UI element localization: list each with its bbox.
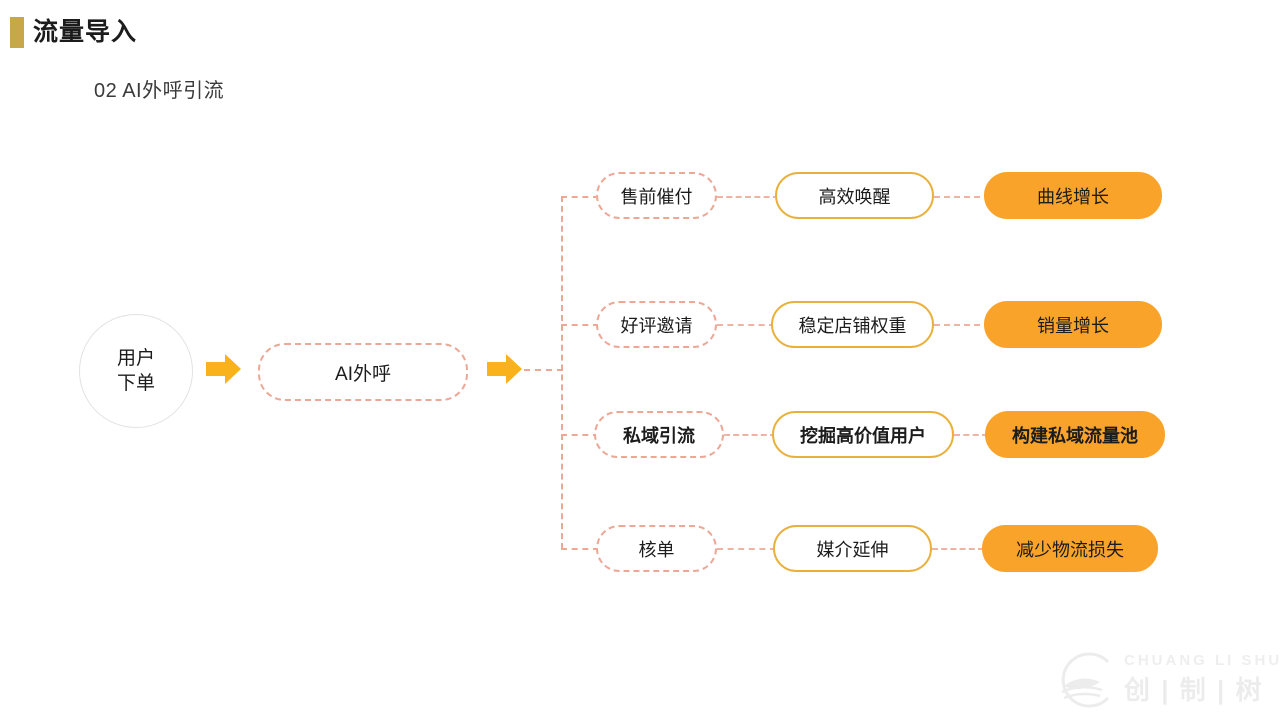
ai-outbound-call-node: AI外呼 [258, 343, 468, 401]
branch-stub-row-3 [561, 434, 599, 436]
branch-stub-row-1 [561, 196, 599, 198]
branch-feed-connector [524, 369, 563, 371]
watermark-chinese-text: 创 | 制 | 树 [1124, 675, 1264, 705]
pill-stage2-row-1[interactable]: 高效唤醒 [775, 172, 934, 219]
pill-stage2-row-3[interactable]: 挖掘高价值用户 [772, 411, 954, 458]
link-row-4-stage1-stage2 [717, 548, 776, 550]
arrow-right-icon [487, 353, 523, 385]
pill-label: 高效唤醒 [818, 186, 891, 207]
branch-spine [561, 196, 563, 549]
link-row-1-stage2-stage3 [934, 196, 990, 198]
wave-logo-icon [1061, 652, 1110, 708]
pill-stage1-row-2[interactable]: 好评邀请 [596, 301, 717, 348]
branch-stub-row-2 [561, 324, 599, 326]
pill-stage1-row-3[interactable]: 私域引流 [594, 411, 724, 458]
watermark-latin-text: CHUANG LI SHU [1124, 652, 1280, 669]
title-accent-bar [10, 17, 24, 48]
pill-stage2-row-4[interactable]: 媒介延伸 [773, 525, 932, 572]
pill-label: 媒介延伸 [816, 539, 889, 560]
pill-stage3-row-1[interactable]: 曲线增长 [984, 172, 1162, 219]
pill-label: 稳定店铺权重 [798, 315, 907, 336]
pill-stage1-row-4[interactable]: 核单 [596, 525, 717, 572]
pill-label: 好评邀请 [620, 315, 693, 336]
start-node-line2: 下单 [116, 373, 155, 394]
pill-label: 减少物流损失 [1016, 539, 1124, 560]
branch-stub-row-4 [561, 548, 599, 550]
link-row-4-stage2-stage3 [932, 548, 984, 550]
pill-label: 构建私域流量池 [1012, 425, 1138, 446]
pill-label: 售前催付 [620, 186, 693, 207]
link-row-3-stage2-stage3 [954, 434, 988, 436]
start-node-user-order: 用户 下单 [79, 314, 193, 428]
pill-label: 挖掘高价值用户 [800, 425, 926, 446]
ai-node-label: AI外呼 [335, 363, 391, 385]
link-row-2-stage1-stage2 [717, 324, 775, 326]
link-row-2-stage2-stage3 [934, 324, 990, 326]
pill-stage3-row-3[interactable]: 构建私域流量池 [985, 411, 1165, 458]
page-title: 流量导入 [33, 18, 138, 46]
pill-stage2-row-2[interactable]: 稳定店铺权重 [771, 301, 934, 348]
pill-label: 核单 [638, 539, 675, 560]
link-row-3-stage1-stage2 [724, 434, 776, 436]
start-node-line1: 用户 [116, 348, 155, 369]
watermark: CHUANG LI SHU 创 | 制 | 树 [1052, 648, 1279, 712]
link-row-1-stage1-stage2 [717, 196, 779, 198]
pill-stage3-row-4[interactable]: 减少物流损失 [982, 525, 1158, 572]
arrow-right-icon [206, 353, 242, 385]
pill-stage3-row-2[interactable]: 销量增长 [984, 301, 1162, 348]
pill-label: 私域引流 [623, 425, 695, 446]
page-subtitle: 02 AI外呼引流 [94, 80, 225, 102]
pill-stage1-row-1[interactable]: 售前催付 [596, 172, 717, 219]
pill-label: 销量增长 [1037, 315, 1109, 336]
pill-label: 曲线增长 [1037, 186, 1109, 207]
